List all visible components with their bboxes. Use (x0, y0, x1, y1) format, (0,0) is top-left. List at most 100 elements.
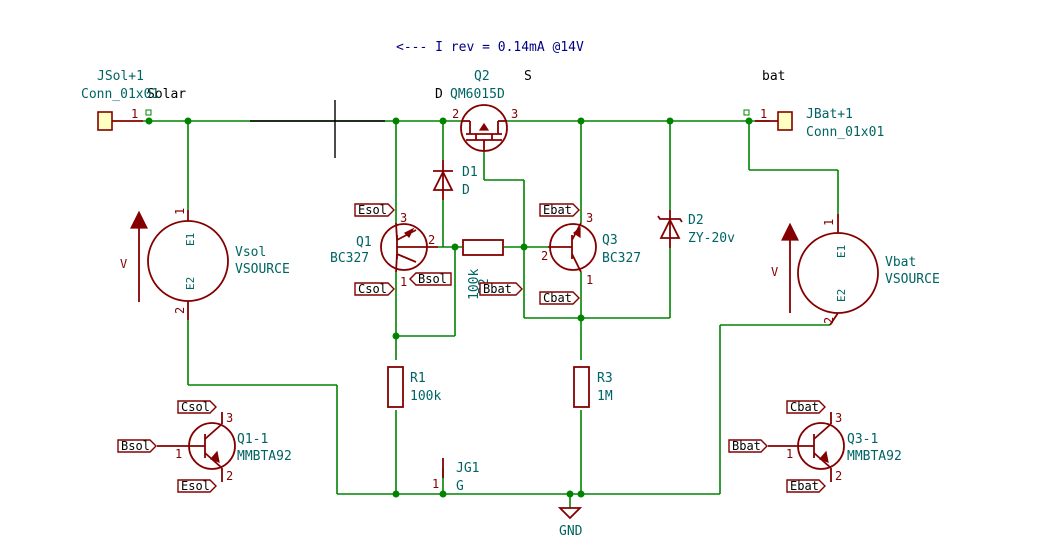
q3-value: BC327 (602, 251, 641, 266)
vsol-e1: E1 (184, 233, 197, 246)
vsol-pin-2: 2 (173, 307, 187, 314)
q2-pin-2: 2 (452, 107, 459, 121)
jg1-value: G (456, 479, 464, 494)
svg-text:Esol: Esol (358, 203, 387, 217)
q2-value: QM6015D (450, 87, 505, 102)
transistor-q3[interactable]: Q3 BC327 3 2 1 (541, 211, 641, 287)
label-bbat-q3-1[interactable]: Bbat (728, 439, 768, 453)
svg-text:Cbat: Cbat (543, 291, 572, 305)
label-ebat-q3-1[interactable]: Ebat (786, 479, 826, 493)
q1-1-value: MMBTA92 (237, 449, 292, 464)
net-label-source: S (524, 69, 532, 84)
q1-1-pin-e: 2 (226, 469, 233, 483)
label-csol-q1-1[interactable]: Csol (177, 400, 217, 414)
diode-d1[interactable]: D1 D (432, 160, 478, 200)
q1-1-pin-c: 3 (226, 411, 233, 425)
jsol-pin: 1 (131, 107, 138, 121)
connector-jbat[interactable]: JBat+1 Conn_01x01 1 (743, 107, 884, 140)
vbat-arrow-label: V (771, 265, 778, 279)
label-csol-q1[interactable]: Csol (354, 282, 395, 296)
q3-ref: Q3 (602, 233, 618, 248)
r1-ref: R1 (410, 371, 426, 386)
vbat-e1: E1 (835, 245, 848, 258)
resistor-r3[interactable]: R3 1M (573, 366, 613, 408)
q3-1-ref: Q3-1 (847, 432, 878, 447)
vbat-ref: Vbat (885, 255, 916, 270)
gnd-label: GND (559, 524, 583, 539)
svg-text:Cbat: Cbat (790, 400, 819, 414)
connector-jg1[interactable]: JG1 G 1 (432, 458, 479, 494)
q1-1-pin-b: 1 (175, 447, 182, 461)
r3-ref: R3 (597, 371, 613, 386)
label-bbat-r2[interactable]: Bbat (479, 282, 523, 296)
svg-text:Bsol: Bsol (121, 439, 150, 453)
jsol-ref: JSol+1 (97, 69, 144, 84)
wires (143, 120, 839, 508)
jsol-value: Conn_01x01 (81, 87, 159, 102)
vbat-value: VSOURCE (885, 272, 940, 287)
label-esol-q1[interactable]: Esol (354, 203, 395, 217)
svg-text:Bbat: Bbat (732, 439, 761, 453)
vsol-value: VSOURCE (235, 262, 290, 277)
q3-1-pin-e: 2 (835, 469, 842, 483)
connector-jsol[interactable]: JSol+1 Conn_01x01 1 (81, 69, 159, 131)
vbat-e2: E2 (835, 289, 848, 302)
svg-text:Bsol: Bsol (418, 272, 447, 286)
transistor-q1-1[interactable]: Q1-1 MMBTA92 3 1 2 (157, 411, 292, 483)
svg-text:Esol: Esol (181, 479, 210, 493)
resistor-r1[interactable]: R1 100k (387, 366, 441, 408)
q3-pin-c: 3 (586, 211, 593, 225)
q1-pin-c: 3 (400, 211, 407, 225)
r3-value: 1M (597, 389, 613, 404)
d2-value: ZY-20v (688, 231, 735, 246)
voltage-source-vsol[interactable]: V E1 E2 1 2 Vsol VSOURCE (120, 208, 290, 320)
q2-pin-3: 3 (511, 107, 518, 121)
d2-ref: D2 (688, 213, 704, 228)
net-label-bat: bat (762, 69, 785, 84)
voltage-source-vbat[interactable]: V E1 E2 1 2 Vbat VSOURCE (771, 214, 940, 326)
label-ebat-q3[interactable]: Ebat (539, 203, 580, 217)
label-esol-q1-1[interactable]: Esol (177, 479, 217, 493)
svg-text:Ebat: Ebat (790, 479, 819, 493)
q3-1-pin-c: 3 (835, 411, 842, 425)
vbat-pin-2: 2 (822, 317, 836, 324)
svg-text:Csol: Csol (181, 400, 210, 414)
vsol-e2: E2 (184, 277, 197, 290)
jg1-pin: 1 (432, 477, 439, 491)
q2-ref: Q2 (474, 69, 490, 84)
d1-ref: D1 (462, 165, 478, 180)
jbat-pin: 1 (760, 107, 767, 121)
q1-pin-b: 2 (428, 233, 435, 247)
zener-d2[interactable]: D2 ZY-20v (657, 210, 735, 248)
vsol-arrow-label: V (120, 257, 127, 271)
transistor-q3-1[interactable]: Q3-1 MMBTA92 3 1 2 (768, 411, 902, 483)
q1-1-ref: Q1-1 (237, 432, 268, 447)
net-label-drain: D (435, 87, 443, 102)
q3-1-pin-b: 1 (786, 447, 793, 461)
r1-value: 100k (410, 389, 441, 404)
jbat-value: Conn_01x01 (806, 125, 884, 140)
q3-pin-e: 1 (586, 273, 593, 287)
label-bsol-q1-1[interactable]: Bsol (117, 439, 157, 453)
q1-value: BC327 (330, 251, 369, 266)
svg-text:Csol: Csol (358, 282, 387, 296)
vbat-pin-1: 1 (822, 219, 836, 226)
q3-pin-b: 2 (541, 249, 548, 263)
label-cbat-q3-1[interactable]: Cbat (786, 400, 826, 414)
jg1-ref: JG1 (456, 461, 479, 476)
label-bsol-q1[interactable]: Bsol (409, 272, 452, 286)
mosfet-q2[interactable]: Q2 QM6015D 2 3 (450, 69, 518, 152)
r2-value: 100k (467, 269, 482, 300)
svg-text:Bbat: Bbat (483, 282, 512, 296)
q1-ref: Q1 (356, 235, 372, 250)
vsol-ref: Vsol (235, 245, 266, 260)
transistor-q1[interactable]: Q1 BC327 3 2 1 (330, 211, 438, 289)
d1-value: D (462, 183, 470, 198)
q1-pin-e: 1 (400, 275, 407, 289)
jbat-ref: JBat+1 (806, 107, 853, 122)
reverse-current-note: <--- I rev = 0.14mA @14V (396, 40, 584, 55)
label-cbat-q3[interactable]: Cbat (539, 291, 580, 305)
ground-symbol[interactable]: GND (557, 507, 583, 539)
